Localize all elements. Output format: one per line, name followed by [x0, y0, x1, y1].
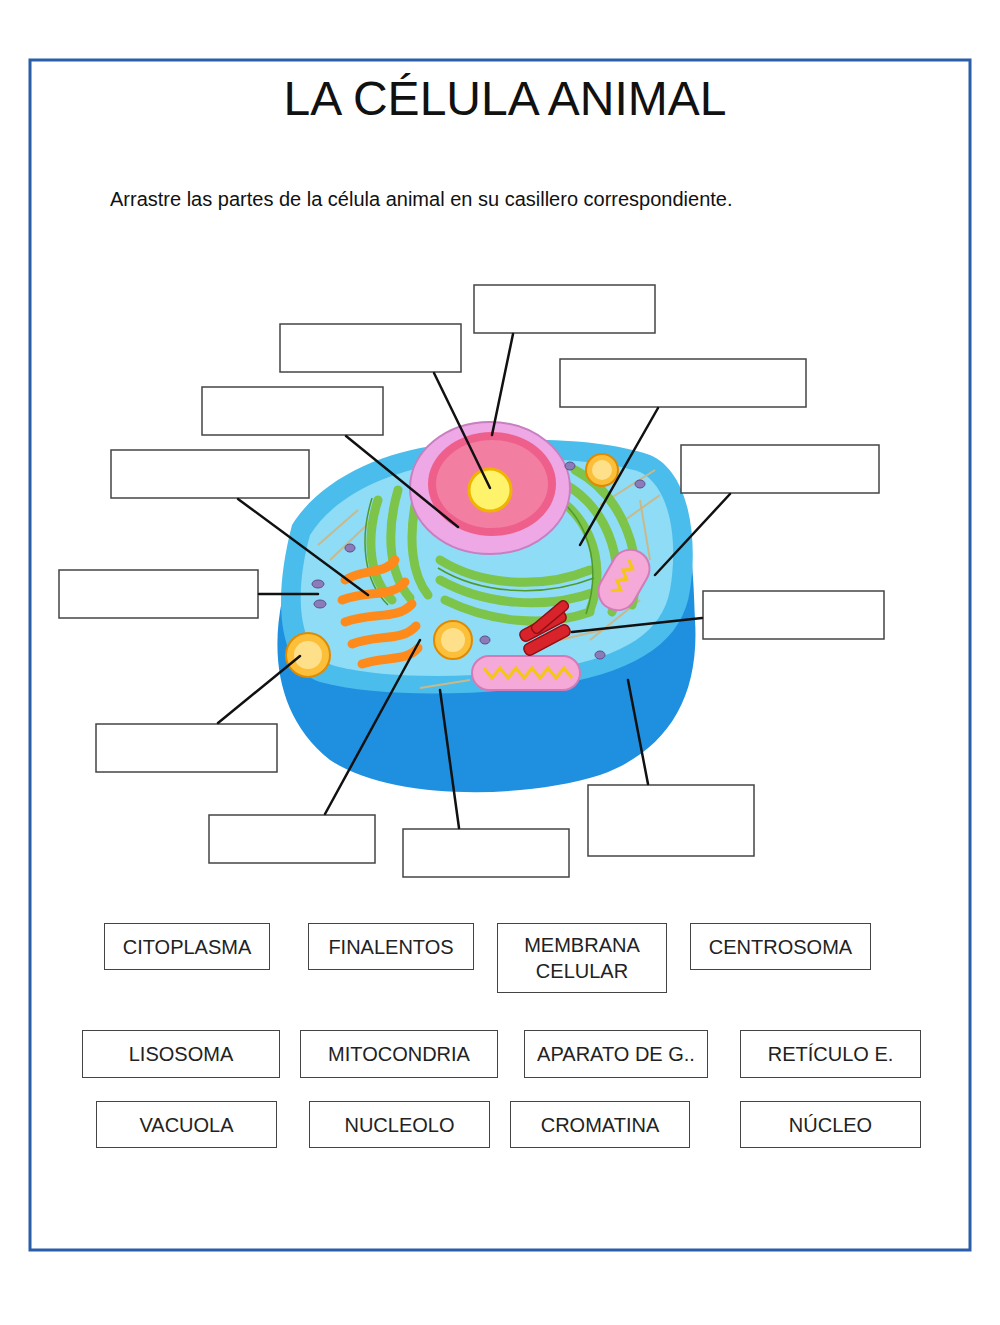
golgi: [342, 560, 418, 664]
word-label: NÚCLEO: [781, 1112, 880, 1138]
word-box: CENTROSOMA: [690, 923, 871, 970]
word-label: CITOPLASMA: [115, 934, 260, 960]
nucleolus: [469, 469, 511, 511]
word-box: MITOCONDRIA: [300, 1030, 498, 1078]
word-box: NÚCLEO: [740, 1101, 921, 1148]
word-label: VACUOLA: [131, 1112, 241, 1138]
cytoplasm: [301, 459, 673, 676]
word-box: FINALENTOS: [308, 923, 474, 970]
word-label: LISOSOMA: [121, 1041, 241, 1067]
answer-boxes: [59, 285, 884, 877]
word-box: MEMBRANA CELULAR: [497, 923, 667, 993]
word-box: NUCLEOLO: [309, 1101, 490, 1148]
nucleus: [428, 432, 556, 536]
word-label: RETÍCULO E.: [760, 1041, 902, 1067]
word-label: MITOCONDRIA: [320, 1041, 478, 1067]
page-title: LA CÉLULA ANIMAL: [30, 74, 980, 124]
word-box: VACUOLA: [96, 1101, 277, 1148]
word-label: FINALENTOS: [320, 934, 461, 960]
word-box: LISOSOMA: [82, 1030, 280, 1078]
centrosome: [518, 599, 572, 657]
chromatin: [436, 440, 548, 528]
word-label: CROMATINA: [533, 1112, 668, 1138]
mitochondria: [472, 543, 656, 690]
lysosomes: [286, 454, 618, 677]
page-frame: [30, 60, 970, 1250]
word-label: CENTROSOMA: [701, 934, 860, 960]
word-label: APARATO DE G..: [529, 1041, 703, 1067]
leader-lines: [218, 334, 730, 828]
word-box: CROMATINA: [510, 1101, 690, 1148]
instruction-text: Arrastre las partes de la célula animal …: [110, 187, 970, 211]
word-box: RETÍCULO E.: [740, 1030, 921, 1078]
word-label: MEMBRANA CELULAR: [498, 932, 666, 984]
word-label: NUCLEOLO: [336, 1112, 462, 1138]
word-box: APARATO DE G..: [524, 1030, 708, 1078]
word-box: CITOPLASMA: [104, 923, 270, 970]
cell-top: [281, 440, 693, 694]
